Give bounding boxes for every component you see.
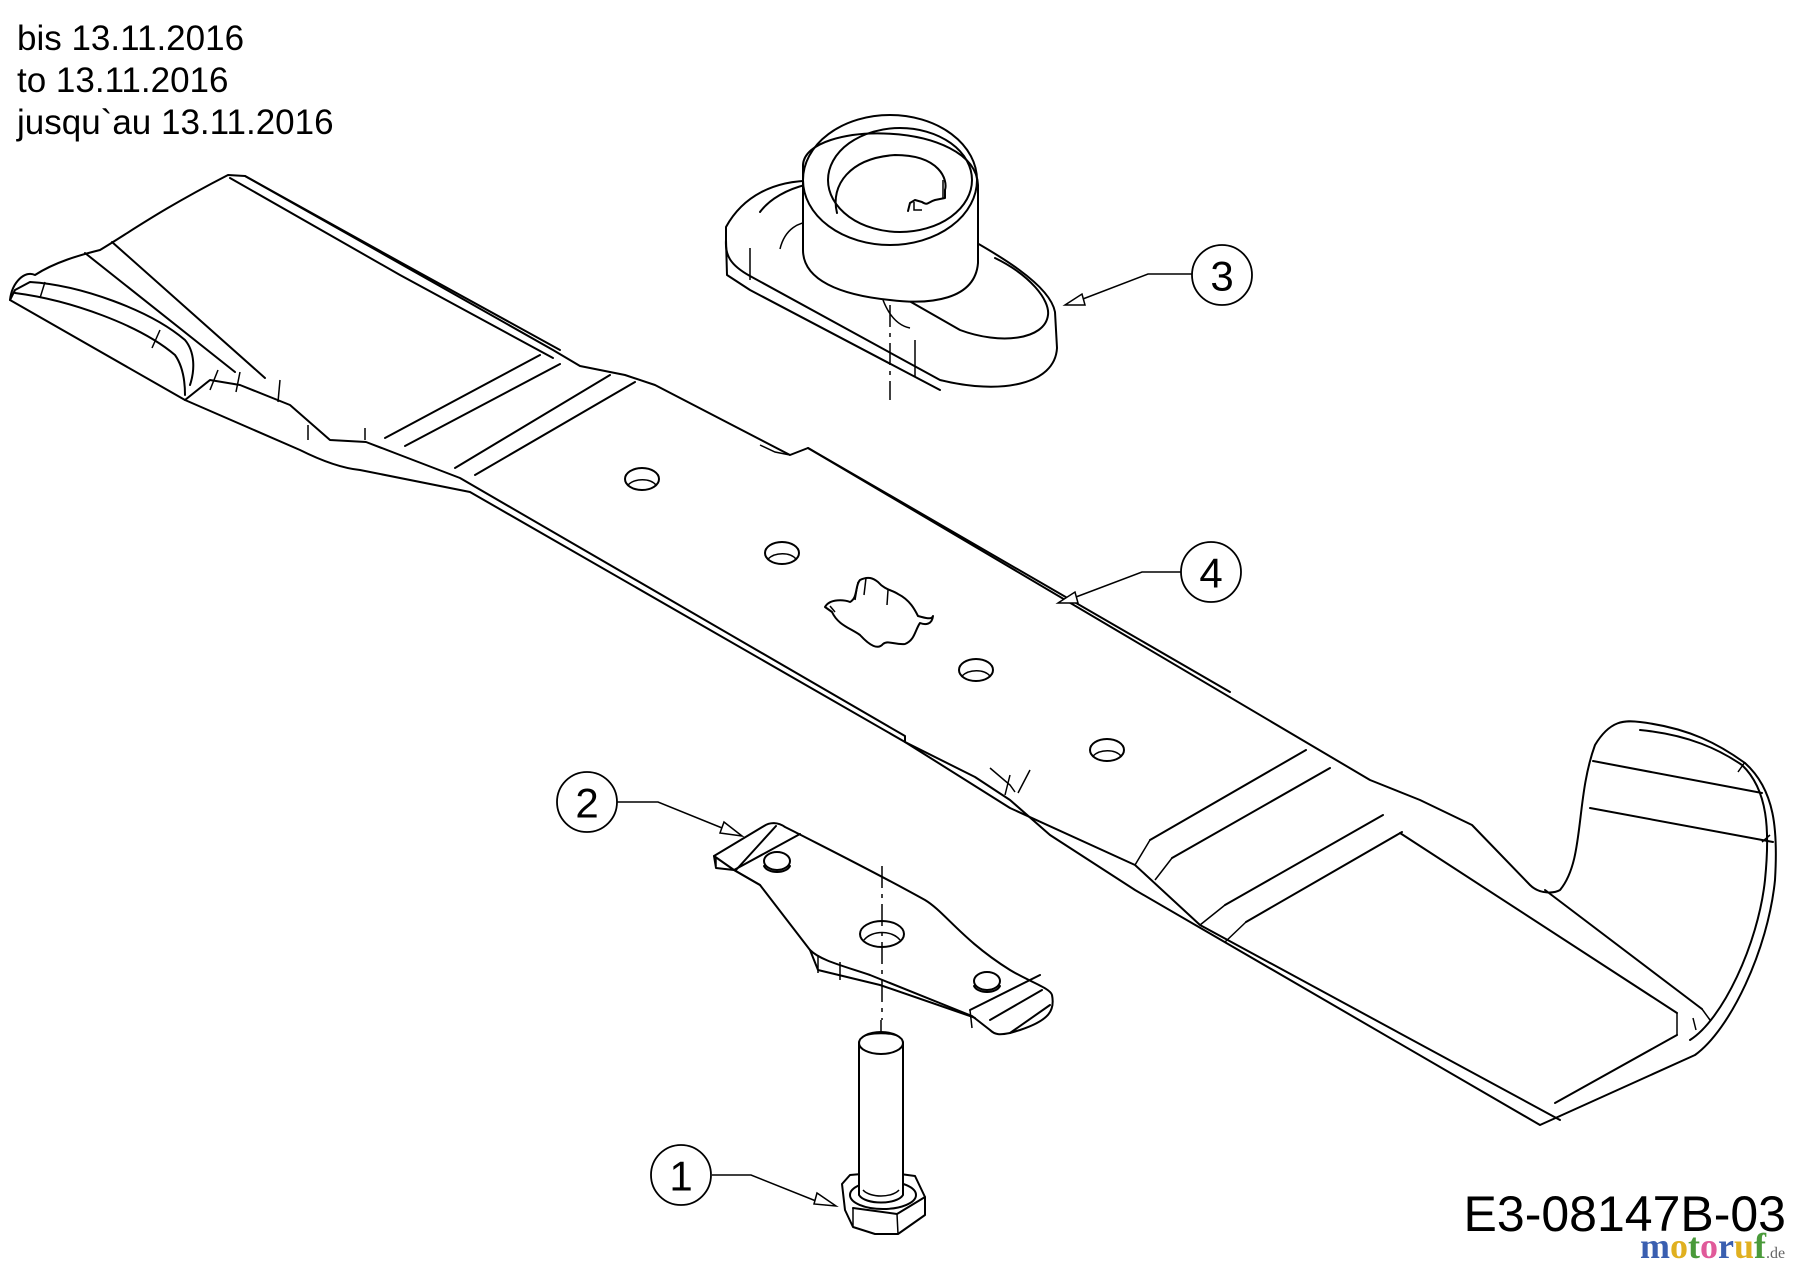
watermark-letter: f: [1754, 1226, 1767, 1266]
validity-line-fr: jusqu`au 13.11.2016: [17, 103, 334, 142]
watermark-suffix: .de: [1766, 1245, 1786, 1262]
callout-4[interactable]: 4: [1055, 541, 1242, 604]
validity-line-en: to 13.11.2016: [17, 61, 229, 100]
blade-reinforcement-plate[interactable]: [713, 822, 1054, 1036]
callout-3[interactable]: 3: [1062, 244, 1253, 306]
blade-bolt-hole: [1089, 738, 1125, 762]
watermark-letter: o: [1700, 1226, 1718, 1266]
blade-adapter[interactable]: [724, 114, 1058, 400]
blade-bolt-hole: [764, 541, 800, 565]
plate-stud: [973, 971, 1001, 993]
callout-3-label: 3: [1210, 253, 1233, 300]
callout-1-label: 1: [669, 1153, 692, 1200]
watermark-logo: motoruf.de: [1640, 1226, 1785, 1274]
callout-4-label: 4: [1199, 550, 1222, 597]
validity-note: bis 13.11.2016 to 13.11.2016 jusqu`au 13…: [17, 18, 334, 144]
callout-2[interactable]: 2: [556, 771, 745, 838]
watermark-letter: t: [1688, 1226, 1700, 1266]
blade-bolt-hole: [624, 467, 660, 491]
drawing-number: E3-08147B-03: [1463, 1186, 1786, 1242]
watermark-letter: o: [1670, 1226, 1688, 1266]
blade-center-star-hole: [824, 576, 934, 648]
watermark-letter: u: [1733, 1226, 1755, 1266]
watermark-letter: r: [1718, 1226, 1734, 1266]
validity-line-de: bis 13.11.2016: [17, 19, 245, 58]
mower-blade[interactable]: [9, 174, 1777, 1126]
blade-bolt-hole: [958, 658, 994, 682]
callout-2-label: 2: [575, 780, 598, 827]
callout-1[interactable]: 1: [650, 1144, 839, 1208]
plate-stud: [763, 851, 791, 873]
hex-bolt[interactable]: [841, 1020, 926, 1235]
watermark-letter: m: [1640, 1226, 1670, 1266]
